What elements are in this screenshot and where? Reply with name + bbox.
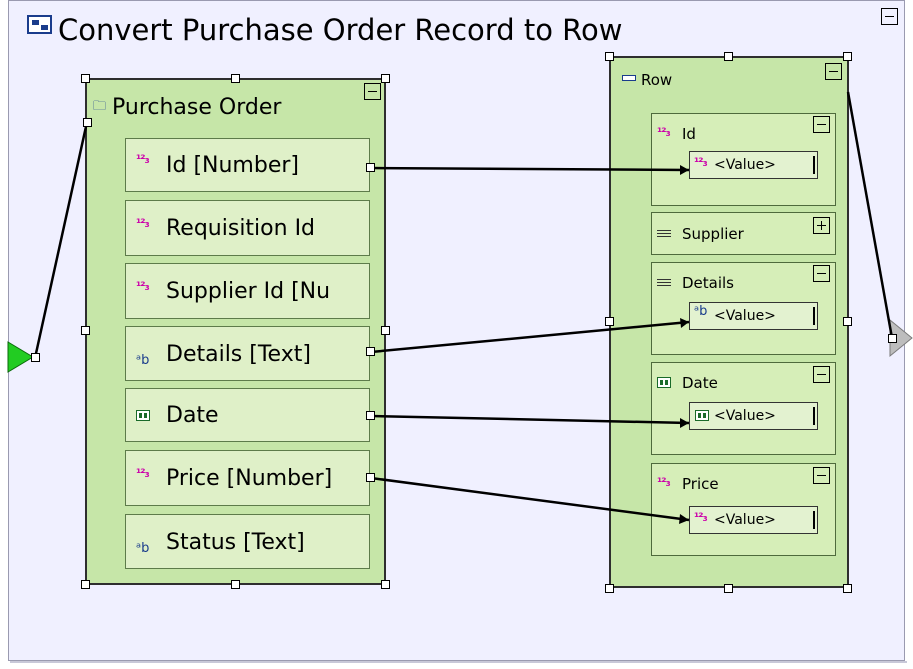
connector-handle[interactable] bbox=[31, 353, 40, 362]
row-collapse-button[interactable] bbox=[825, 63, 842, 80]
number-icon: ¹²₃ bbox=[657, 125, 671, 139]
number-icon: ¹²₃ bbox=[136, 279, 150, 293]
field-price[interactable]: ¹²₃ Price [Number] bbox=[125, 450, 370, 506]
number-icon: ¹²₃ bbox=[657, 475, 671, 489]
mapping-title: Convert Purchase Order Record to Row bbox=[58, 13, 623, 47]
price-section-collapse-button[interactable] bbox=[813, 467, 830, 484]
canvas-collapse-button[interactable] bbox=[881, 8, 898, 25]
row-section-supplier[interactable]: Supplier bbox=[651, 212, 836, 255]
resize-handle[interactable] bbox=[605, 584, 614, 593]
connector-handle[interactable] bbox=[366, 163, 375, 172]
structure-icon bbox=[657, 279, 671, 288]
resize-handle[interactable] bbox=[605, 52, 614, 61]
resize-handle[interactable] bbox=[724, 52, 733, 61]
id-section-collapse-button[interactable] bbox=[813, 116, 830, 133]
purchase-order-collapse-button[interactable] bbox=[364, 83, 381, 100]
details-value-slot[interactable]: ᵃb <Value> bbox=[689, 302, 818, 330]
row-icon bbox=[622, 75, 636, 81]
date-icon bbox=[657, 377, 671, 388]
field-date[interactable]: Date bbox=[125, 388, 370, 442]
field-requisition-id[interactable]: ¹²₃ Requisition Id bbox=[125, 200, 370, 256]
id-value-slot[interactable]: ¹²₃ <Value> bbox=[689, 151, 818, 179]
connector-handle[interactable] bbox=[888, 334, 897, 343]
text-icon: ᵃb bbox=[136, 353, 150, 368]
number-icon: ¹²₃ bbox=[136, 152, 150, 166]
connector-handle[interactable] bbox=[83, 118, 92, 127]
text-icon: ᵃb bbox=[694, 304, 708, 319]
resize-handle[interactable] bbox=[381, 326, 390, 335]
resize-handle[interactable] bbox=[843, 52, 852, 61]
resize-handle[interactable] bbox=[605, 317, 614, 326]
supplier-section-expand-button[interactable] bbox=[813, 217, 830, 234]
field-supplier-id[interactable]: ¹²₃ Supplier Id [Nu bbox=[125, 263, 370, 319]
resize-handle[interactable] bbox=[843, 317, 852, 326]
resize-handle[interactable] bbox=[81, 580, 90, 589]
date-section-collapse-button[interactable] bbox=[813, 366, 830, 383]
canvas-shadow bbox=[10, 661, 907, 663]
resize-handle[interactable] bbox=[81, 74, 90, 83]
resize-handle[interactable] bbox=[724, 584, 733, 593]
number-icon: ¹²₃ bbox=[694, 510, 708, 524]
field-status[interactable]: ᵃb Status [Text] bbox=[125, 514, 370, 569]
date-icon bbox=[136, 410, 150, 421]
date-value-slot[interactable]: <Value> bbox=[689, 402, 818, 430]
resize-handle[interactable] bbox=[843, 584, 852, 593]
text-icon: ᵃb bbox=[136, 541, 150, 556]
number-icon: ¹²₃ bbox=[136, 216, 150, 230]
number-icon: ¹²₃ bbox=[136, 466, 150, 480]
transform-icon bbox=[27, 15, 52, 34]
field-id[interactable]: ¹²₃ Id [Number] bbox=[125, 138, 370, 192]
field-details[interactable]: ᵃb Details [Text] bbox=[125, 326, 370, 381]
purchase-order-title: Purchase Order bbox=[112, 95, 282, 120]
number-icon: ¹²₃ bbox=[694, 155, 708, 169]
row-title: Row bbox=[641, 71, 673, 89]
structure-icon bbox=[657, 230, 671, 239]
details-section-collapse-button[interactable] bbox=[813, 265, 830, 282]
connector-handle[interactable] bbox=[366, 473, 375, 482]
resize-handle[interactable] bbox=[231, 74, 240, 83]
resize-handle[interactable] bbox=[381, 74, 390, 83]
record-icon: 🗀 bbox=[93, 99, 107, 114]
resize-handle[interactable] bbox=[381, 580, 390, 589]
connector-handle[interactable] bbox=[366, 411, 375, 420]
price-value-slot[interactable]: ¹²₃ <Value> bbox=[689, 506, 818, 534]
connector-handle[interactable] bbox=[366, 347, 375, 356]
resize-handle[interactable] bbox=[81, 326, 90, 335]
date-icon bbox=[695, 410, 709, 421]
resize-handle[interactable] bbox=[231, 580, 240, 589]
